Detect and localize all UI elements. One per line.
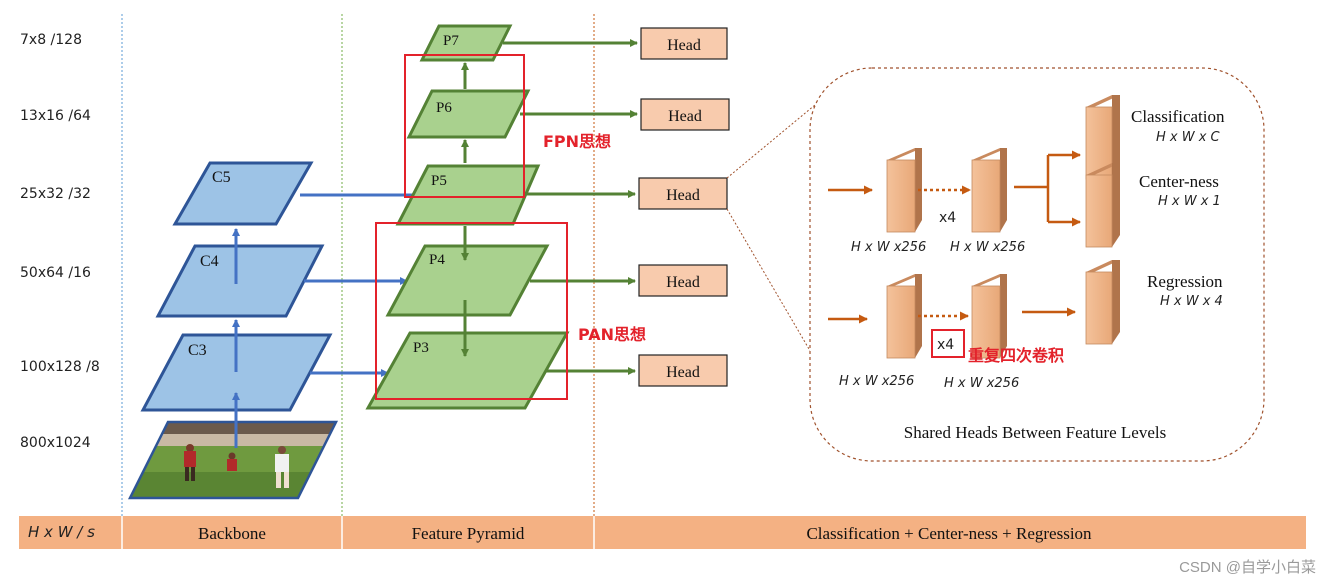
backbone: C5 C4 C3 (140, 161, 426, 448)
pyramid-level-p3 (365, 331, 570, 410)
output-block-classification (1085, 95, 1120, 180)
fpn-label: FPN思想 (543, 132, 611, 151)
dims-bottom-2: H x W x256 (944, 376, 1019, 391)
head-label-p4: Head (666, 274, 700, 291)
centerness-label: Center-ness (1139, 172, 1219, 191)
feature-pyramid: P7 P6 P5 P4 P3 (365, 24, 638, 410)
pan-highlight-box (375, 222, 568, 400)
bar-label-feature-pyramid: Feature Pyramid (412, 524, 525, 543)
pyramid-level-p7 (419, 24, 513, 62)
scale-label-p7: 7x8 /128 (20, 32, 82, 48)
dims-top-1: H x W x256 (851, 240, 926, 255)
head-box-p4 (638, 264, 728, 297)
backbone-level-c3 (140, 333, 333, 412)
dims-bottom-1: H x W x256 (839, 374, 914, 389)
pyramid-label-p7: P7 (443, 33, 459, 49)
detail-caption: Shared Heads Between Feature Levels (904, 423, 1166, 442)
backbone-level-c5 (172, 161, 314, 226)
conv-block-top-1 (886, 148, 922, 233)
bar-label-hws: H x W / s (28, 523, 95, 541)
pyramid-level-p4 (385, 244, 550, 317)
pyramid-label-p6: P6 (436, 100, 452, 116)
column-dividers (121, 14, 595, 548)
x4-top-label: x4 (939, 210, 956, 226)
pyramid-label-p3: P3 (413, 340, 429, 356)
classification-label: Classification (1131, 107, 1225, 126)
conv-block-top-2 (971, 148, 1007, 233)
head-box-p7 (640, 27, 728, 60)
input-image (127, 420, 339, 500)
detail-panel-border (809, 67, 1265, 462)
head-box-p3 (638, 354, 728, 387)
bar-label-heads: Classification + Center-ness + Regressio… (806, 524, 1092, 543)
fpn-highlight-box (404, 54, 525, 198)
classification-dims: H x W x C (1156, 130, 1221, 145)
backbone-label-c5: C5 (212, 169, 231, 186)
head-label-p3: Head (666, 364, 700, 381)
scale-label-input: 800x1024 (20, 435, 91, 451)
highlight-boxes: FPN思想 PAN思想 (375, 54, 646, 400)
head-label-p5: Head (666, 187, 700, 204)
head-label-p6: Head (668, 108, 702, 125)
scale-label-p3: 100x128 /8 (20, 359, 100, 375)
centerness-dims: H x W x 1 (1158, 194, 1221, 209)
scale-label-p5: 25x32 /32 (20, 186, 91, 202)
x4-bottom-label: x4 (937, 337, 954, 353)
output-block-centerness (1085, 163, 1120, 248)
watermark: CSDN @自学小白菜 (1179, 559, 1316, 576)
pan-label: PAN思想 (578, 325, 646, 344)
backbone-level-c4 (155, 244, 325, 318)
conv-block-bottom-2 (971, 274, 1007, 359)
regression-dims: H x W x 4 (1160, 294, 1223, 309)
scale-label-p4: 50x64 /16 (20, 265, 91, 281)
x4-highlight-box (931, 329, 965, 358)
pyramid-label-p4: P4 (429, 252, 445, 268)
output-block-regression (1085, 260, 1120, 345)
head-label-p7: Head (667, 37, 701, 54)
head-box-p5 (638, 177, 728, 210)
scale-labels: 7x8 /128 13x16 /64 25x32 /32 50x64 /16 1… (20, 32, 100, 451)
bar-label-backbone: Backbone (198, 524, 266, 543)
repeat-conv-label: 重复四次卷积 (968, 346, 1064, 365)
backbone-label-c3: C3 (188, 342, 207, 359)
pyramid-label-p5: P5 (431, 173, 447, 189)
dims-top-2: H x W x256 (950, 240, 1025, 255)
bottom-bar: H x W / s Backbone Feature Pyramid Class… (19, 516, 1306, 549)
head-box-p6 (640, 98, 730, 131)
head-boxes: Head Head Head Head Head (638, 27, 730, 387)
pyramid-level-p6 (406, 89, 531, 139)
shared-heads-detail: x4 H x W x256 H x W x256 Classification … (809, 67, 1265, 462)
pyramid-level-p5 (395, 164, 541, 226)
backbone-label-c4: C4 (200, 253, 219, 270)
scale-label-p6: 13x16 /64 (20, 108, 91, 124)
conv-block-bottom-1 (886, 274, 922, 359)
zoom-lines (726, 89, 834, 391)
regression-label: Regression (1147, 272, 1223, 291)
